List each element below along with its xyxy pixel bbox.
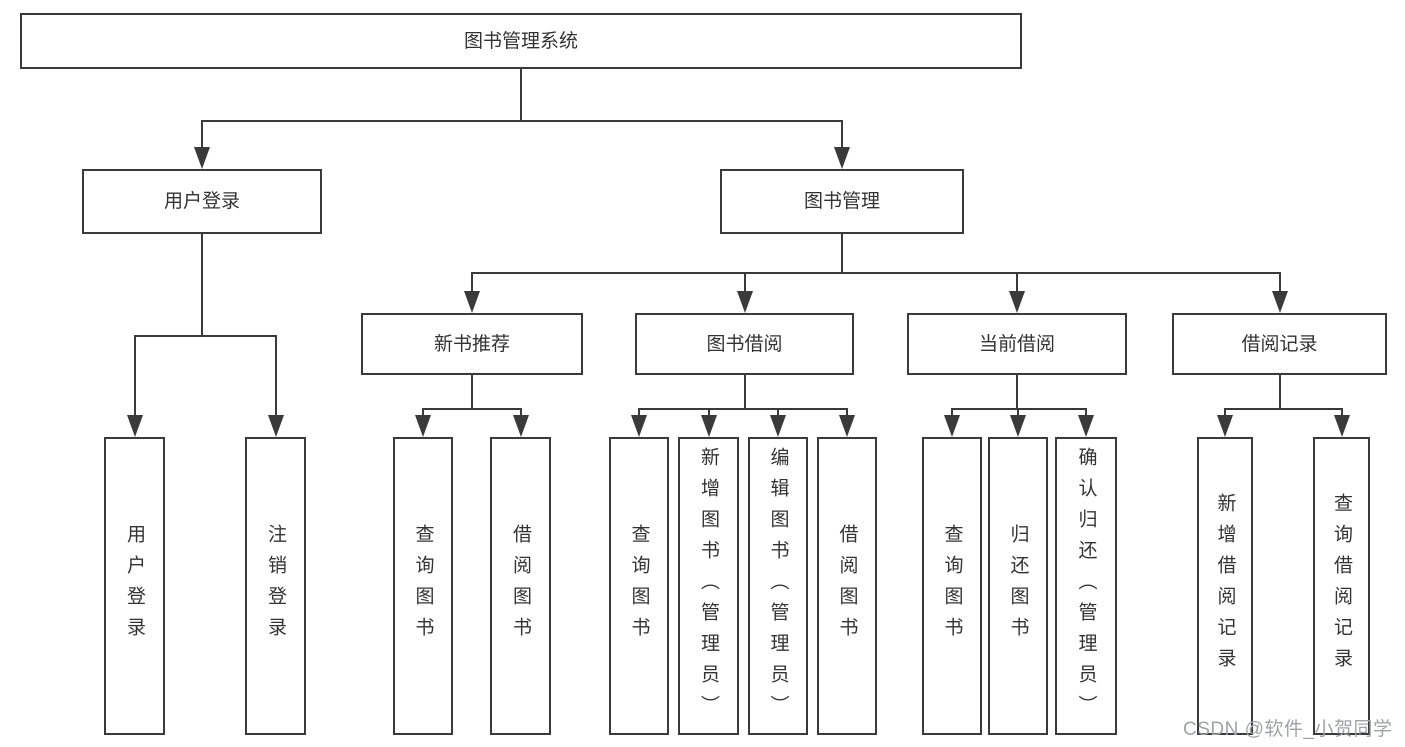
arrow-down-icon [1333,415,1350,437]
connector-line [841,234,843,272]
connector-line [1016,272,1018,293]
connector-line [846,408,848,417]
arrow-down-icon [1217,415,1233,437]
arrow-down-icon [770,415,786,437]
node-label: 借阅图书 [510,524,531,648]
diagram-node-borrow-book-borrow: 借阅图书 [817,437,877,735]
diagram-node-new-book-rec: 新书推荐 [361,313,583,375]
arrow-down-icon [194,147,210,169]
arrow-down-icon [267,415,284,437]
connector-line [638,408,640,417]
arrow-down-icon [512,415,529,437]
csdn-watermark: CSDN @软件_小贺同学 [1183,719,1393,740]
connector-line [519,408,522,417]
arrow-down-icon [834,147,850,169]
arrow-down-icon [415,415,431,437]
arrow-down-icon [839,415,855,437]
arrow-down-icon [700,415,717,437]
diagram-node-query-books-borrow: 查询图书 [609,437,669,735]
node-label: 注销登录 [265,524,286,648]
arrow-down-icon [944,415,960,437]
node-label: 当前借阅 [978,333,1055,355]
connector-line [638,408,848,410]
arrow-down-icon [1271,291,1288,313]
node-label: 归还图书 [1007,524,1029,648]
diagram-node-borrow-records: 借阅记录 [1172,313,1387,375]
connector-line [133,335,136,417]
arrow-down-icon [1009,291,1025,313]
connector-line [1224,408,1343,410]
node-label: 借阅记录 [1241,333,1318,355]
connector-line [133,335,277,337]
diagram-node-edit-book-admin: 编辑图书（管理员） [748,437,808,735]
connector-line [777,408,779,417]
node-label: 编辑图书（管理员） [767,446,789,726]
diagram-node-query-books-newrec: 查询图书 [393,437,453,735]
connector-line [1016,375,1018,408]
connector-line [274,335,277,417]
diagram-node-root: 图书管理系统 [20,13,1022,69]
connector-line [201,234,203,335]
diagram-node-logout-action: 注销登录 [245,437,306,735]
diagram-node-query-books-current: 查询图书 [922,437,982,735]
arrow-down-icon [1078,415,1094,437]
node-label: 图书管理系统 [463,30,578,52]
diagram-node-book-mgmt: 图书管理 [720,169,964,234]
connector-line [520,69,522,120]
node-label: 用户登录 [124,524,145,648]
connector-line [422,408,424,417]
node-label: 查询图书 [628,524,650,648]
diagram-node-query-borrow-record: 查询借阅记录 [1313,437,1370,735]
diagram-node-user-login: 用户登录 [82,169,322,234]
connector-line [471,375,473,408]
arrow-down-icon [631,415,647,437]
connector-line [1224,408,1226,417]
connector-line [1085,408,1087,417]
node-label: 查询图书 [412,524,434,648]
node-label: 图书借阅 [706,333,783,355]
node-label: 借阅图书 [836,524,858,648]
node-label: 确认归还（管理员） [1075,446,1097,726]
node-label: 新增借阅记录 [1214,493,1236,679]
connector-line [951,408,953,417]
connector-line [1278,375,1281,408]
connector-line [707,408,710,417]
connector-line [951,408,1087,410]
arrow-down-icon [1010,415,1026,437]
diagram-node-borrow-book-newrec: 借阅图书 [490,437,551,735]
connector-line [201,120,203,149]
diagram-node-return-book: 归还图书 [988,437,1048,735]
connector-line [422,408,522,410]
node-label: 查询图书 [941,524,963,648]
connector-line [841,120,843,149]
diagram-node-user-login-action: 用户登录 [104,437,165,735]
node-label: 新增图书（管理员） [698,446,719,726]
connector-line [471,272,1281,274]
connector-line [743,272,746,293]
diagram-node-confirm-return-admin: 确认归还（管理员） [1055,437,1117,735]
diagram-node-book-borrow: 图书借阅 [635,313,854,375]
diagram-node-add-borrow-record: 新增借阅记录 [1197,437,1253,735]
connector-line [201,120,843,122]
diagram-node-current-borrow: 当前借阅 [907,313,1127,375]
diagram-node-add-book-admin: 新增图书（管理员） [678,437,739,735]
connector-line [1278,272,1281,293]
node-label: 新书推荐 [433,333,510,355]
connector-line [743,375,746,408]
connector-line [1017,408,1019,417]
node-label: 查询借阅记录 [1331,493,1352,679]
arrow-down-icon [736,291,753,313]
connector-line [1340,408,1343,417]
connector-line [471,272,473,293]
arrow-down-icon [464,291,480,313]
arrow-down-icon [126,415,143,437]
node-label: 用户登录 [163,191,240,212]
node-label: 图书管理 [803,191,880,212]
